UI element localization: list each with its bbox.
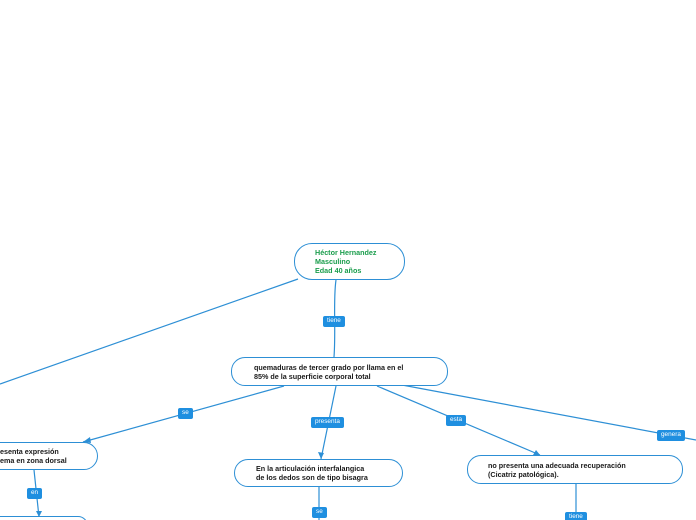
node-recovery-text: no presenta una adecuada recuperación (C… [488, 460, 626, 479]
tag-se-left[interactable]: se [178, 408, 193, 419]
node-joint[interactable]: En la articulación interfalangica de los… [234, 459, 403, 487]
node-joint-text: En la articulación interfalangica de los… [256, 464, 368, 482]
tag-tiene-root[interactable]: tiene [323, 316, 345, 327]
arrowhead-below-left [36, 511, 42, 517]
tag-presenta[interactable]: presenta [311, 417, 344, 428]
arrowhead-joint [318, 452, 324, 459]
arrowhead-recovery [533, 450, 540, 455]
root-node-text: Héctor Hernandez Masculino Edad 40 años [315, 248, 377, 275]
arrowhead-left [83, 437, 91, 443]
node-left-partial[interactable]: esenta expresión ema en zona dorsal [0, 442, 98, 470]
node-burns-text: quemaduras de tercer grado por llama en … [254, 362, 404, 381]
link-root-to-left-edge [0, 278, 299, 385]
node-bottom-left-partial[interactable] [0, 516, 88, 520]
node-left-text: esenta expresión ema en zona dorsal [0, 447, 67, 465]
link-root-to-burns [333, 279, 337, 358]
tag-tiene-recovery[interactable]: tiene [565, 512, 587, 520]
tag-se-joint[interactable]: se [312, 507, 327, 518]
tag-genera[interactable]: genera [657, 430, 685, 441]
node-recovery[interactable]: no presenta una adecuada recuperación (C… [467, 455, 683, 484]
root-node-patient[interactable]: Héctor Hernandez Masculino Edad 40 años [294, 243, 405, 280]
tag-en[interactable]: en [27, 488, 43, 499]
node-burns[interactable]: quemaduras de tercer grado por llama en … [231, 357, 448, 386]
tag-esta[interactable]: esta [446, 415, 467, 426]
link-burns-to-right-edge [401, 384, 696, 441]
